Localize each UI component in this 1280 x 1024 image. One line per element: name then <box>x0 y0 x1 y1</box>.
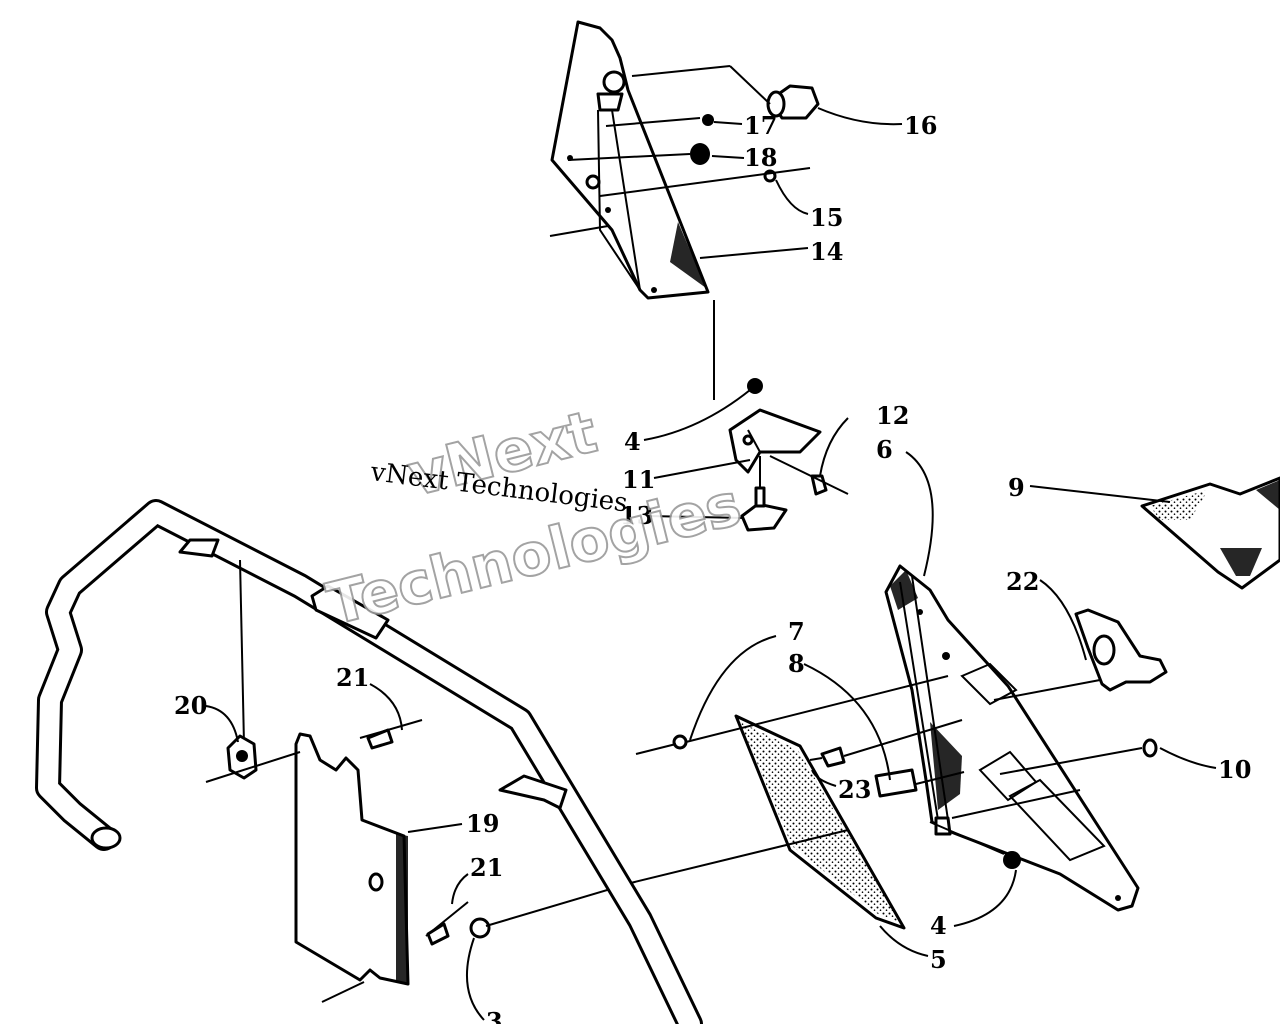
mesh-panel-5 <box>734 714 906 930</box>
plate-19 <box>294 732 410 986</box>
callout-18: 18 <box>744 143 777 172</box>
tube-frame <box>35 499 703 1024</box>
main-bracket-6 <box>884 564 1140 912</box>
callout-14: 14 <box>810 237 843 266</box>
hardware-7-8-23-10-4 <box>469 734 1158 939</box>
callout-12: 12 <box>876 401 909 430</box>
callout-9: 9 <box>1008 473 1025 502</box>
callout-19: 19 <box>466 809 499 838</box>
nut-20-screws-21 <box>205 719 469 1003</box>
callout-11: 11 <box>622 465 655 494</box>
callout-labels: 16 17 18 15 14 12 6 4 11 13 9 22 7 8 21 … <box>174 111 1251 1024</box>
callout-5: 5 <box>930 945 947 974</box>
callout-15: 15 <box>810 203 843 232</box>
callout-23: 23 <box>838 775 871 804</box>
callout-17: 17 <box>744 111 777 140</box>
callout-10: 10 <box>1218 755 1251 784</box>
callout-13: 13 <box>620 501 653 530</box>
assembly-lines-upper <box>549 65 811 400</box>
leader-lines <box>205 107 1217 1021</box>
callout-8: 8 <box>788 649 805 678</box>
callout-21-upper: 21 <box>336 663 369 692</box>
watermark: vNext Technologies vNext Technologies <box>320 396 749 639</box>
side-panel-9 <box>1140 476 1280 590</box>
callout-6: 6 <box>876 435 893 464</box>
callout-16: 16 <box>904 111 937 140</box>
assembly-lines-lower <box>485 675 1143 927</box>
callout-7: 7 <box>788 617 805 646</box>
callout-3: 3 <box>486 1007 503 1024</box>
callout-20: 20 <box>174 691 207 720</box>
bushing-16 <box>766 84 820 120</box>
callout-4-upper: 4 <box>624 427 641 456</box>
callout-4-lower: 4 <box>930 911 947 940</box>
nut-18 <box>690 143 710 165</box>
callout-21-lower: 21 <box>470 853 503 882</box>
clamp-bracket <box>728 378 849 532</box>
callout-22: 22 <box>1006 567 1039 596</box>
plate-22 <box>1074 608 1168 692</box>
washer-17 <box>702 114 714 126</box>
